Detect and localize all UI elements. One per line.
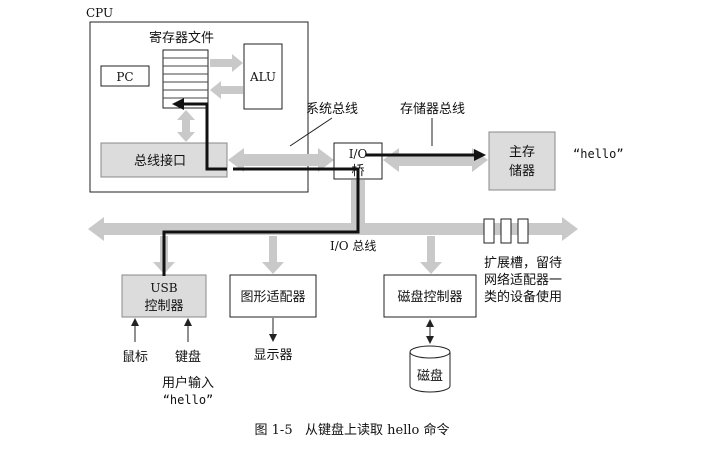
alu-label: ALU bbox=[249, 70, 276, 84]
reg-bus-arrow bbox=[177, 110, 195, 142]
figure-caption: 图 1-5 从键盘上读取 hello 命令 bbox=[255, 422, 450, 438]
disk-controller-label: 磁盘控制器 bbox=[397, 289, 462, 305]
disk-controller-box bbox=[383, 274, 477, 318]
main-memory-label-2: 储器 bbox=[509, 164, 535, 179]
expansion-slots bbox=[483, 218, 529, 244]
hello-data-path bbox=[162, 98, 486, 276]
io-bus-arrow bbox=[88, 217, 578, 241]
expansion-label-3: 类的设备使用 bbox=[484, 289, 562, 305]
memory-bus-label: 存储器总线 bbox=[400, 102, 465, 117]
reg-alu-arrows bbox=[210, 54, 243, 99]
display-label: 显示器 bbox=[253, 348, 292, 363]
expansion-label-1: 扩展槽，留待 bbox=[484, 256, 562, 271]
cpu-label: CPU bbox=[86, 6, 113, 20]
io-bridge-label-1: I/O bbox=[349, 147, 368, 161]
pc-label: PC bbox=[116, 70, 133, 84]
pc-box bbox=[100, 65, 150, 87]
mouse-arrowhead bbox=[131, 318, 139, 326]
system-bus-pointer bbox=[289, 117, 333, 147]
user-hello-label: “hello” bbox=[163, 393, 214, 407]
io-bus-down-arrows bbox=[153, 236, 442, 274]
keyboard-label: 键盘 bbox=[175, 349, 201, 365]
bus-interface-label: 总线接口 bbox=[134, 153, 186, 169]
keyboard-arrowhead bbox=[184, 318, 192, 326]
display-arrowhead bbox=[269, 334, 277, 342]
register-file bbox=[162, 49, 209, 109]
expansion-label-2: 网络适配器一 bbox=[484, 272, 562, 288]
disk-arrowhead-down bbox=[426, 336, 434, 344]
register-file-label: 寄存器文件 bbox=[149, 30, 214, 46]
disk-cylinder bbox=[409, 345, 451, 393]
disk-label: 磁盘 bbox=[417, 368, 443, 384]
alu-box bbox=[243, 43, 283, 110]
system-bus-arrow bbox=[228, 148, 334, 172]
usb-controller-box bbox=[121, 274, 207, 318]
graphics-adapter-label: 图形适配器 bbox=[240, 290, 305, 305]
memory-bus-arrow bbox=[383, 148, 488, 172]
usb-label-2: 控制器 bbox=[144, 299, 183, 314]
main-memory-label-1: 主存 bbox=[509, 145, 535, 160]
user-input-label: 用户输入 bbox=[162, 375, 214, 391]
system-bus-label: 系统总线 bbox=[306, 102, 358, 117]
disk-arrowhead-up bbox=[426, 319, 434, 327]
usb-label-1: USB bbox=[150, 281, 177, 295]
mouse-label: 鼠标 bbox=[122, 350, 148, 365]
main-memory-box bbox=[488, 131, 556, 191]
graphics-adapter-box bbox=[229, 274, 317, 318]
io-bus-label: I/O 总线 bbox=[330, 239, 376, 253]
memory-hello-label: “hello” bbox=[573, 147, 624, 161]
